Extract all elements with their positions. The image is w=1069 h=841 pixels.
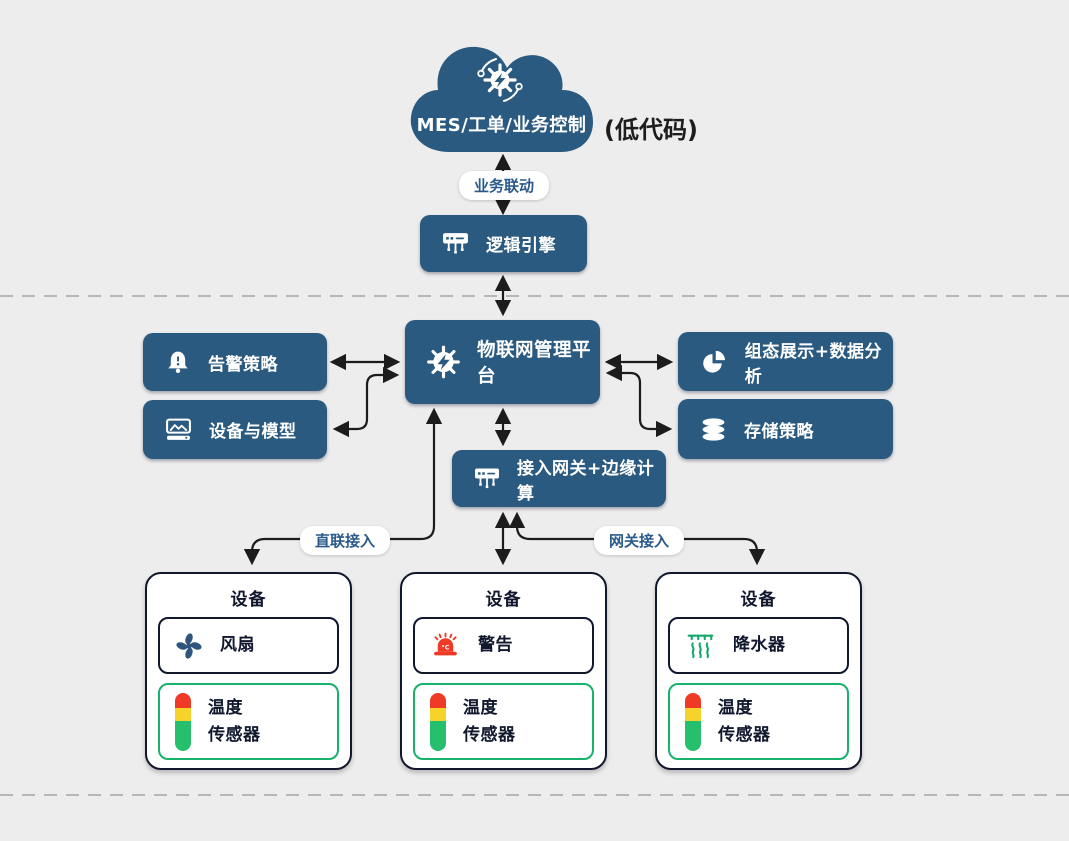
edge-device-model-platform [332, 366, 400, 438]
node-logic-engine: 逻辑引擎 [420, 215, 587, 272]
hub-icon [443, 233, 468, 254]
node-display-analysis: 组态展示+数据分析 [678, 332, 893, 391]
fan-icon [176, 632, 202, 659]
sensor-label: 温度 传感器 [463, 698, 516, 745]
node-label: 组态展示+数据分析 [744, 341, 883, 387]
gear-automation-icon [477, 58, 523, 102]
edge-label-direct-access: 直联接入 [300, 526, 391, 555]
component-label: 警告 [478, 635, 513, 656]
device-sensor-temperature: 温度 传感器 [413, 683, 594, 760]
device-card-3: 设备 降水器 温度 传感器 [655, 572, 862, 770]
node-label: 物联网管理平台 [476, 340, 591, 387]
node-label: 接入网关+边缘计算 [517, 458, 655, 504]
node-label: 告警策略 [208, 354, 278, 375]
sensor-label: 温度 传感器 [208, 698, 261, 745]
device-card-1: 设备 风扇 温度 传感器 [145, 572, 352, 770]
node-device-model: 设备与模型 [143, 400, 327, 459]
edge-label-business-link: 业务联动 [459, 171, 550, 200]
cloud-label: MES/工单/业务控制 [416, 115, 587, 136]
device-sensor-temperature: 温度 传感器 [668, 683, 849, 760]
alarm-bell-icon [168, 351, 188, 373]
device-card-2: 设备 °C 警告 温度 传感器 [400, 572, 607, 770]
node-edge-gateway: 接入网关+边缘计算 [452, 450, 666, 507]
iot-chip-icon [427, 345, 460, 379]
sensor-label: 温度 传感器 [718, 698, 771, 745]
alarm-light-icon: °C [434, 632, 457, 656]
node-storage-policy: 存储策略 [678, 399, 893, 459]
pie-chart-icon [703, 350, 726, 373]
sprinkler-icon [687, 634, 714, 659]
node-label: 逻辑引擎 [486, 236, 556, 256]
alarm-icon-text: °C [442, 644, 450, 652]
device-card-title: 设备 [230, 590, 267, 610]
node-iot-platform: 物联网管理平台 [405, 320, 600, 404]
edge-platform-storage-policy [605, 364, 673, 438]
device-component-alarm: °C 警告 [413, 617, 594, 674]
device-sensor-temperature: 温度 传感器 [158, 683, 339, 760]
temperature-bar-icon [685, 692, 701, 751]
temperature-bar-icon [430, 692, 446, 751]
cloud-shape [410, 46, 593, 152]
device-card-title: 设备 [740, 590, 777, 610]
database-icon [702, 417, 725, 441]
component-label: 降水器 [733, 635, 786, 656]
device-card-title: 设备 [485, 590, 522, 610]
node-label: 设备与模型 [209, 422, 297, 442]
node-label: 存储策略 [744, 421, 814, 442]
device-component-sprinkler: 降水器 [668, 617, 849, 674]
edge-label-gateway-access: 网关接入 [594, 526, 685, 555]
device-model-icon [166, 418, 191, 440]
hub-icon [475, 468, 499, 489]
temperature-bar-icon [175, 692, 191, 751]
device-component-fan: 风扇 [158, 617, 339, 674]
node-alarm-policy: 告警策略 [143, 333, 327, 391]
component-label: 风扇 [220, 635, 255, 656]
low-code-note: (低代码) [604, 116, 698, 144]
